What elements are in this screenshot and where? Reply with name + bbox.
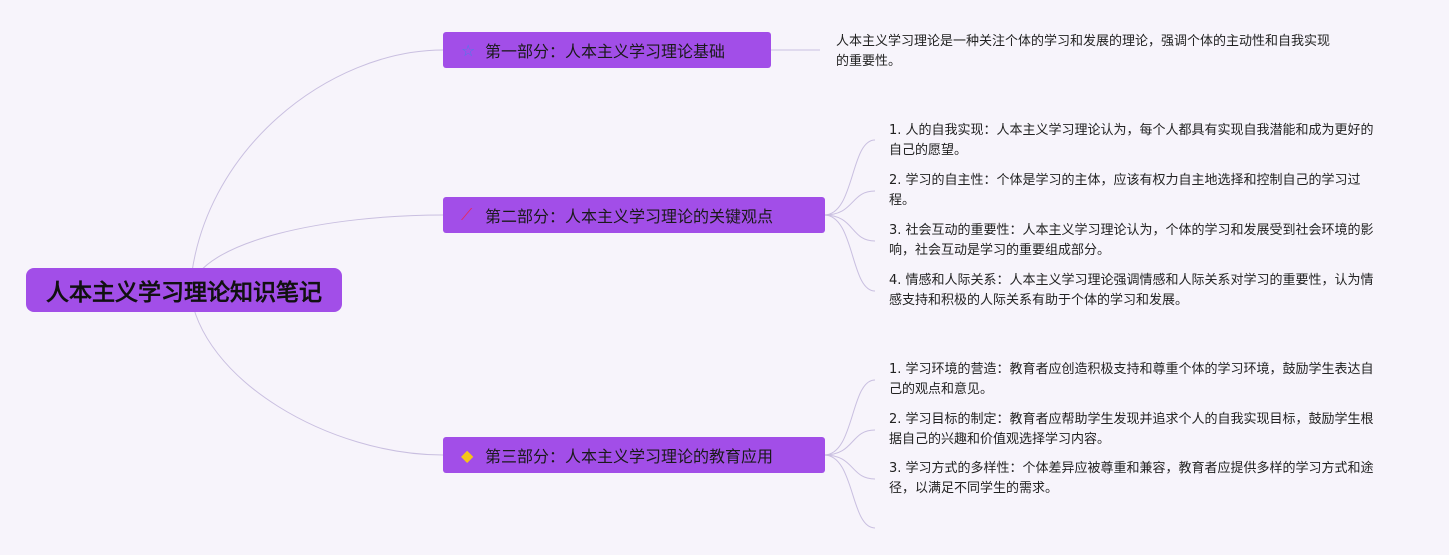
branch-label: 第三部分：人本主义学习理论的教育应用	[485, 447, 774, 466]
leaf-item[interactable]: 人本主义学习理论是一种关注个体的学习和发展的理论，强调个体的主动性和自我实现的重…	[836, 34, 1331, 69]
magic-wand-icon: ⟋	[461, 205, 473, 224]
root-node[interactable]: 人本主义学习理论知识笔记	[26, 268, 342, 312]
branch-node-3[interactable]: ◆ 第三部分：人本主义学习理论的教育应用	[443, 437, 825, 473]
star-icon: ☆	[461, 40, 476, 60]
leaf-item[interactable]: 1. 学习环境的营造：教育者应创造积极支持和尊重个体的学习环境，鼓励学生表达自己…	[889, 362, 1374, 397]
branch-label: 第一部分：人本主义学习理论基础	[485, 42, 726, 61]
leaf-item[interactable]: 2. 学习目标的制定：教育者应帮助学生发现并追求个人的自我实现目标，鼓励学生根据…	[889, 412, 1374, 447]
branch-label: 第二部分：人本主义学习理论的关键观点	[485, 207, 774, 226]
diamond-icon: ◆	[461, 445, 474, 465]
branch-node-2[interactable]: ⟋ 第二部分：人本主义学习理论的关键观点	[443, 197, 825, 233]
root-title: 人本主义学习理论知识笔记	[46, 280, 322, 306]
leaf-item[interactable]: 3. 学习方式的多样性：个体差异应被尊重和兼容，教育者应提供多样的学习方式和途径…	[889, 461, 1374, 496]
branch-node-1[interactable]: ☆ 第一部分：人本主义学习理论基础	[443, 32, 771, 68]
leaf-item[interactable]: 2. 学习的自主性：个体是学习的主体，应该有权力自主地选择和控制自己的学习过程。	[889, 173, 1361, 208]
leaf-item[interactable]: 4. 情感和人际关系：人本主义学习理论强调情感和人际关系对学习的重要性，认为情感…	[889, 273, 1374, 308]
leaf-item[interactable]: 1. 人的自我实现：人本主义学习理论认为，每个人都具有实现自我潜能和成为更好的自…	[889, 123, 1374, 158]
leaf-item[interactable]: 3. 社会互动的重要性：人本主义学习理论认为，个体的学习和发展受到社会环境的影响…	[889, 223, 1374, 258]
